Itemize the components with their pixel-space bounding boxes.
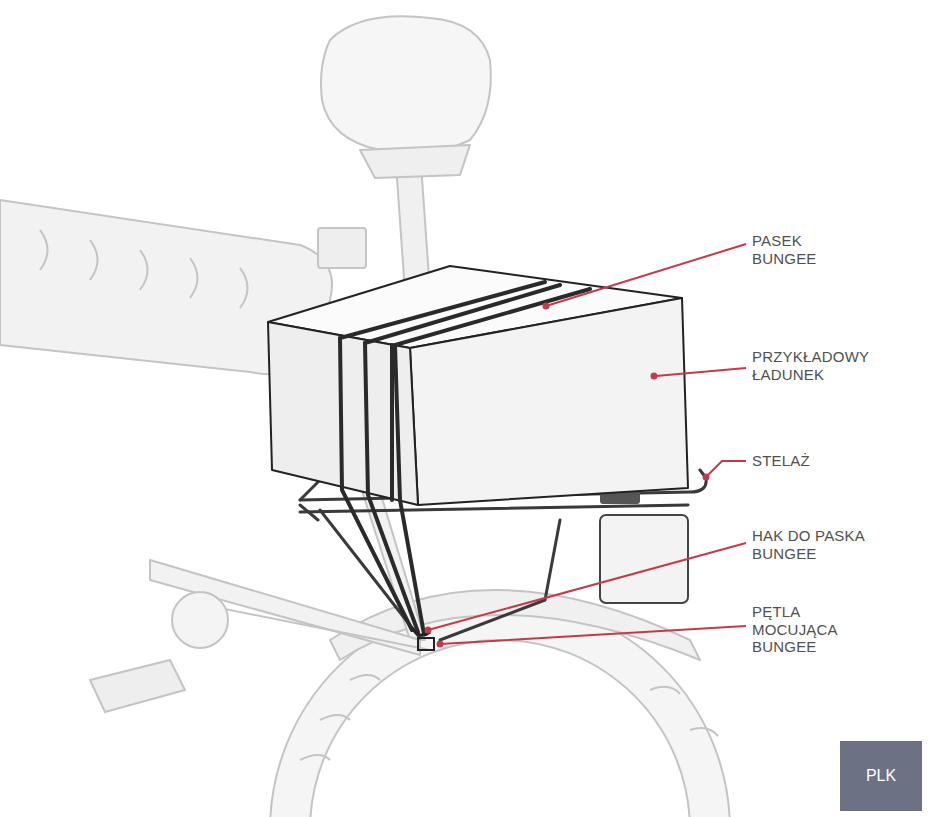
reflector (318, 228, 366, 268)
callout-label: HAK DO PASKA BUNGEE (752, 527, 878, 562)
crank (172, 592, 228, 648)
seat (321, 16, 491, 153)
pedal (90, 660, 185, 712)
badge-text: PLK (866, 767, 896, 785)
leader-lines (428, 244, 746, 644)
bungee-straps (340, 282, 590, 634)
language-badge: PLK (840, 741, 922, 811)
battery-bag (600, 515, 688, 603)
tire-tread (300, 675, 718, 760)
seat-clamp (360, 145, 470, 178)
callout-label: PĘTLA MOCUJĄCA BUNGEE (752, 603, 837, 656)
rear-rim (310, 640, 690, 817)
callout-label: STELAŻ (752, 452, 810, 470)
callout-label: PRZYKŁADOWY ŁADUNEK (752, 348, 869, 383)
bungee-loop (418, 638, 434, 650)
callout-label: PASEK BUNGEE (752, 232, 817, 267)
frame-pattern (40, 230, 248, 308)
leader-dots (425, 303, 710, 648)
